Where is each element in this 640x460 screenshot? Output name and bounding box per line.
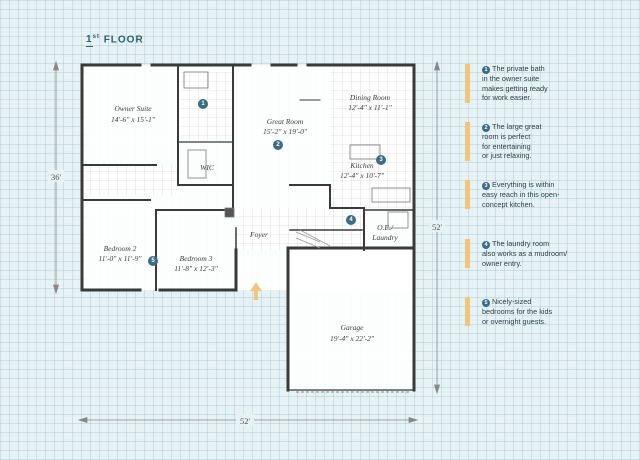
floor-ordinal: st — [92, 34, 100, 40]
bedroom2-label: Bedroom 2 — [104, 244, 137, 253]
marker-1: 1 — [198, 99, 208, 109]
foyer-label: Foyer — [249, 230, 268, 239]
laundry-label-1: O.E./ — [377, 223, 394, 232]
entry-arrow-icon — [250, 282, 262, 300]
wic-label: WIC — [200, 163, 215, 172]
note-5-line-1: Nicely-sized — [492, 297, 532, 306]
garage-label: Garage — [341, 323, 365, 332]
note-3-line-2: easy reach in this open- — [482, 190, 560, 199]
garage-dims: 19'-4" x 22'-2" — [330, 334, 375, 343]
dim-bottom-bg — [236, 414, 254, 426]
dim-right-bg — [429, 220, 445, 232]
great-room-label: Great Room — [267, 117, 304, 126]
owner-suite-dims: 14'-6" x 15'-1" — [111, 115, 156, 124]
note-2-line-3: for entertaining — [482, 141, 531, 151]
dining-room-dims: 12'-4" x 11'-1" — [348, 103, 392, 112]
note-5-number: 5 — [482, 299, 490, 307]
walls — [80, 63, 416, 392]
note-1-line-4: for work easier. — [482, 93, 532, 103]
kitchen-label: Kitchen — [349, 161, 374, 170]
marker-4: 4 — [346, 215, 356, 225]
note-1-line-1: The private bath — [492, 64, 545, 73]
note-4-line-1: The laundry room — [492, 239, 550, 248]
bedroom3-dims: 11'-8" x 12'-3" — [174, 264, 218, 273]
note-2-line-1: The large great — [492, 122, 542, 131]
note-4-line-2: also works as a mudroom/ — [482, 249, 568, 258]
fixtures — [183, 71, 411, 249]
note-1-line-2: in the owner suite — [482, 74, 540, 83]
note-3-line-1: Everything is within — [492, 180, 555, 189]
dim-left: 36' — [51, 172, 62, 182]
note-2-number: 2 — [482, 124, 490, 132]
tile-areas — [86, 68, 412, 250]
laundry-label-2: Laundry — [371, 233, 398, 242]
marker-3: 3 — [376, 155, 386, 165]
floor-word: FLOOR — [103, 34, 144, 46]
bedroom2-dims: 11'-0" x 11'-9" — [99, 254, 143, 263]
marker-2: 2 — [273, 140, 283, 150]
owner-suite-label: Owner Suite — [114, 104, 152, 113]
dim-left-bg — [48, 170, 64, 182]
dining-room-label: Dining Room — [349, 93, 391, 102]
note-2-line-2: room is perfect — [482, 132, 531, 141]
kitchen-dims: 12'-4" x 10'-7" — [340, 171, 385, 180]
note-5-line-2: bedrooms for the kids — [482, 307, 553, 316]
note-2-line-4: or just relaxing. — [482, 151, 532, 161]
dim-bottom: 52' — [240, 416, 251, 426]
note-4-line-3: owner entry. — [482, 258, 522, 268]
note-4-number: 4 — [482, 241, 490, 249]
note-1-number: 1 — [482, 66, 490, 74]
note-3-line-3: concept kitchen. — [482, 199, 535, 209]
note-1-line-3: makes getting ready — [482, 83, 548, 93]
room-labels: Owner Suite 14'-6" x 15'-1" Great Room 1… — [99, 93, 399, 343]
floor-title: 1st FLOOR — [86, 34, 144, 48]
note-3-number: 3 — [482, 182, 490, 190]
floor-number: 1 — [86, 34, 93, 48]
marker-5: 5 — [148, 256, 158, 266]
bedroom3-label: Bedroom 3 — [180, 254, 213, 263]
great-room-dims: 15'-2" x 19'-0" — [263, 127, 308, 136]
note-5-line-3: or overnight guests. — [482, 316, 547, 326]
dim-right: 52' — [432, 222, 443, 232]
